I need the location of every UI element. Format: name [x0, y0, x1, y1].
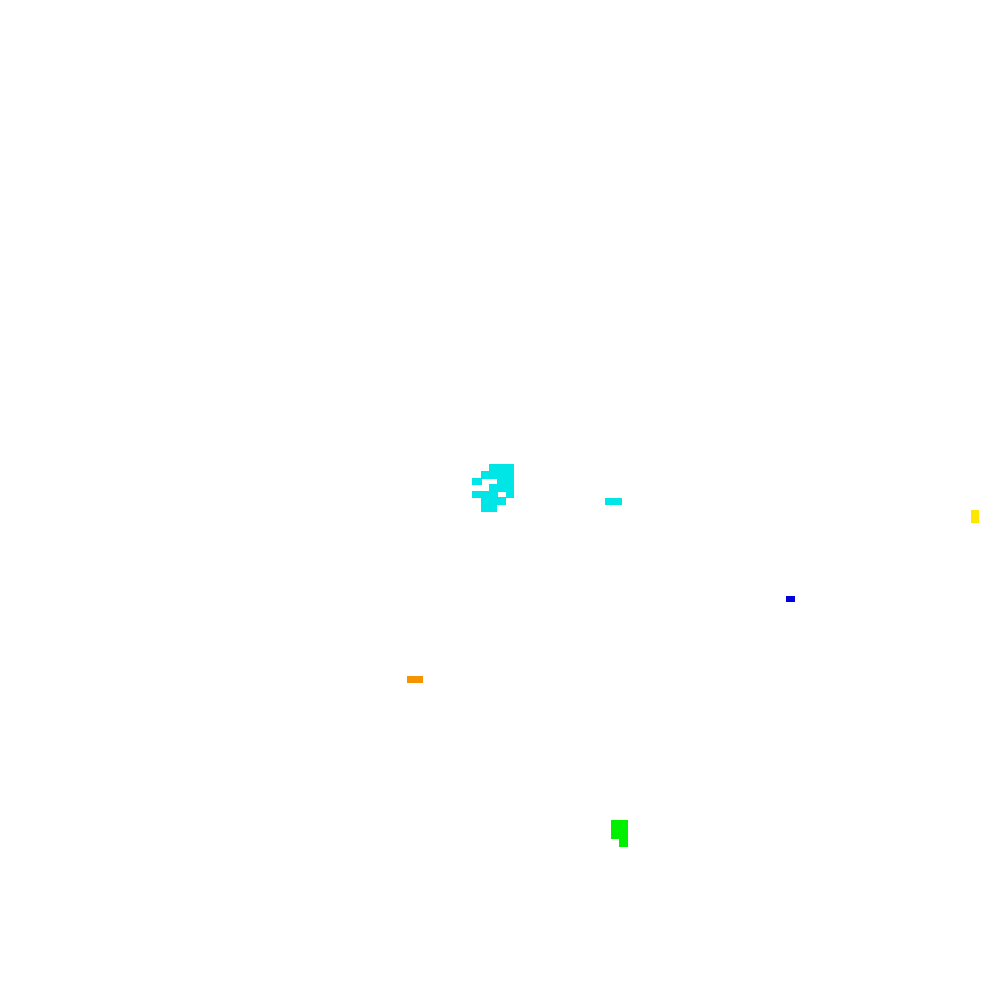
- cyan-cell: [481, 504, 497, 512]
- green-cell: [619, 838, 628, 847]
- cyan-cluster: [472, 464, 514, 512]
- orange-cell: [407, 676, 423, 683]
- cyan-dash: [605, 498, 622, 505]
- orange-dash: [407, 676, 423, 683]
- cyan-cell: [472, 478, 482, 485]
- cyan-cell: [506, 491, 514, 498]
- blue-cell: [786, 596, 795, 602]
- cyan-cell: [481, 497, 506, 505]
- blue-mark: [786, 596, 795, 602]
- cyan-cell: [489, 484, 514, 492]
- cyan-cell: [489, 464, 514, 472]
- cyan-cell: [472, 491, 498, 498]
- green-block: [611, 820, 628, 847]
- green-cell: [611, 820, 628, 839]
- cyan-dash-cell: [605, 498, 622, 505]
- yellow-cell: [971, 510, 979, 523]
- cyan-cell: [481, 471, 514, 479]
- yellow-mark: [971, 510, 979, 523]
- cyan-cell: [497, 478, 514, 485]
